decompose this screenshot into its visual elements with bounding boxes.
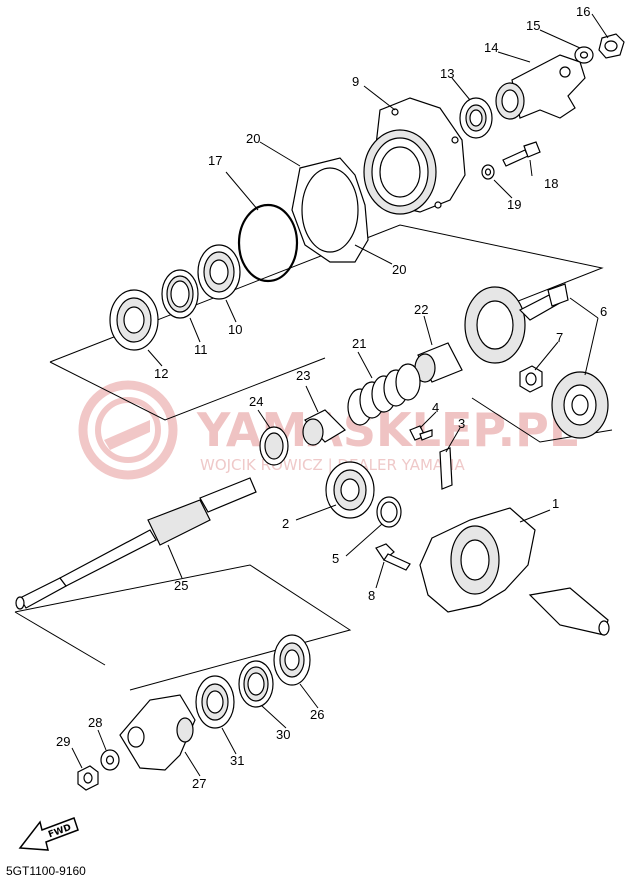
callout-22: 22 xyxy=(414,302,428,317)
leader-lines xyxy=(71,13,609,777)
part-2-bearing xyxy=(325,461,375,519)
callout-14: 14 xyxy=(484,40,498,55)
callout-12: 12 xyxy=(154,366,168,381)
part-12-bearing xyxy=(109,289,159,351)
callout-11: 11 xyxy=(194,342,208,357)
part-1-case xyxy=(419,507,610,636)
part-4-screw xyxy=(409,425,433,441)
callout-9: 9 xyxy=(352,74,359,89)
part-28-washer xyxy=(100,749,120,771)
callout-21: 21 xyxy=(352,336,366,351)
callout-8: 8 xyxy=(368,588,375,603)
part-15-washer xyxy=(574,46,594,64)
part-23-collar xyxy=(302,409,346,446)
part-3-plate xyxy=(439,447,453,490)
part-9-bearing-housing xyxy=(363,97,466,215)
part-18-bolt xyxy=(502,141,541,167)
diagram-code: 5GT1100-9160 xyxy=(6,864,86,878)
callout-28: 28 xyxy=(88,715,102,730)
part-5-shim xyxy=(376,496,402,528)
callout-10: 10 xyxy=(228,322,242,337)
part-26-bearing xyxy=(273,634,311,686)
callout-13: 13 xyxy=(440,66,454,81)
callout-2: 2 xyxy=(282,516,289,531)
part-13-oil-seal xyxy=(459,97,493,139)
callout-3: 3 xyxy=(458,416,465,431)
callout-4: 4 xyxy=(432,400,439,415)
callout-19: 19 xyxy=(507,197,521,212)
callout-16: 16 xyxy=(576,4,590,19)
callout-18: 18 xyxy=(544,176,558,191)
callout-20-bottom: 20 xyxy=(392,262,406,277)
part-25-drive-shaft xyxy=(15,477,257,610)
callout-31: 31 xyxy=(230,753,244,768)
part-30-ring xyxy=(238,660,274,708)
part-29-nut xyxy=(77,765,99,791)
callout-17: 17 xyxy=(208,153,222,168)
callout-25: 25 xyxy=(174,578,188,593)
part-19-washer xyxy=(481,164,495,180)
part-14-yoke xyxy=(495,54,586,120)
callout-26: 26 xyxy=(310,707,324,722)
callout-29: 29 xyxy=(56,734,70,749)
callout-23: 23 xyxy=(296,368,310,383)
part-20-gasket xyxy=(291,157,369,263)
callout-30: 30 xyxy=(276,727,290,742)
part-16-nut xyxy=(598,33,625,59)
fwd-arrow: FWD xyxy=(18,817,79,851)
callout-5: 5 xyxy=(332,551,339,566)
watermark-logo xyxy=(78,380,178,480)
part-8-bolt xyxy=(375,543,411,571)
part-21-spring xyxy=(347,363,421,426)
callout-24: 24 xyxy=(249,394,263,409)
part-6-gear-set xyxy=(464,283,609,439)
callout-labels: 16 15 14 13 9 20 17 18 19 20 10 11 12 6 … xyxy=(56,4,607,791)
part-17-o-ring xyxy=(237,203,299,283)
part-22-collar xyxy=(414,342,463,383)
callout-20-top: 20 xyxy=(246,131,260,146)
part-27-yoke xyxy=(119,694,196,771)
callout-6: 6 xyxy=(600,304,607,319)
callout-27: 27 xyxy=(192,776,206,791)
callout-15: 15 xyxy=(526,18,540,33)
part-31-oil-seal xyxy=(195,675,235,729)
part-24-ring xyxy=(259,426,289,466)
callout-1: 1 xyxy=(552,496,559,511)
part-7-nut xyxy=(519,365,543,393)
part-11-needle-bearing xyxy=(161,269,199,319)
fwd-label: FWD xyxy=(47,823,73,840)
callout-7: 7 xyxy=(556,330,563,345)
part-10-bearing xyxy=(197,244,241,300)
